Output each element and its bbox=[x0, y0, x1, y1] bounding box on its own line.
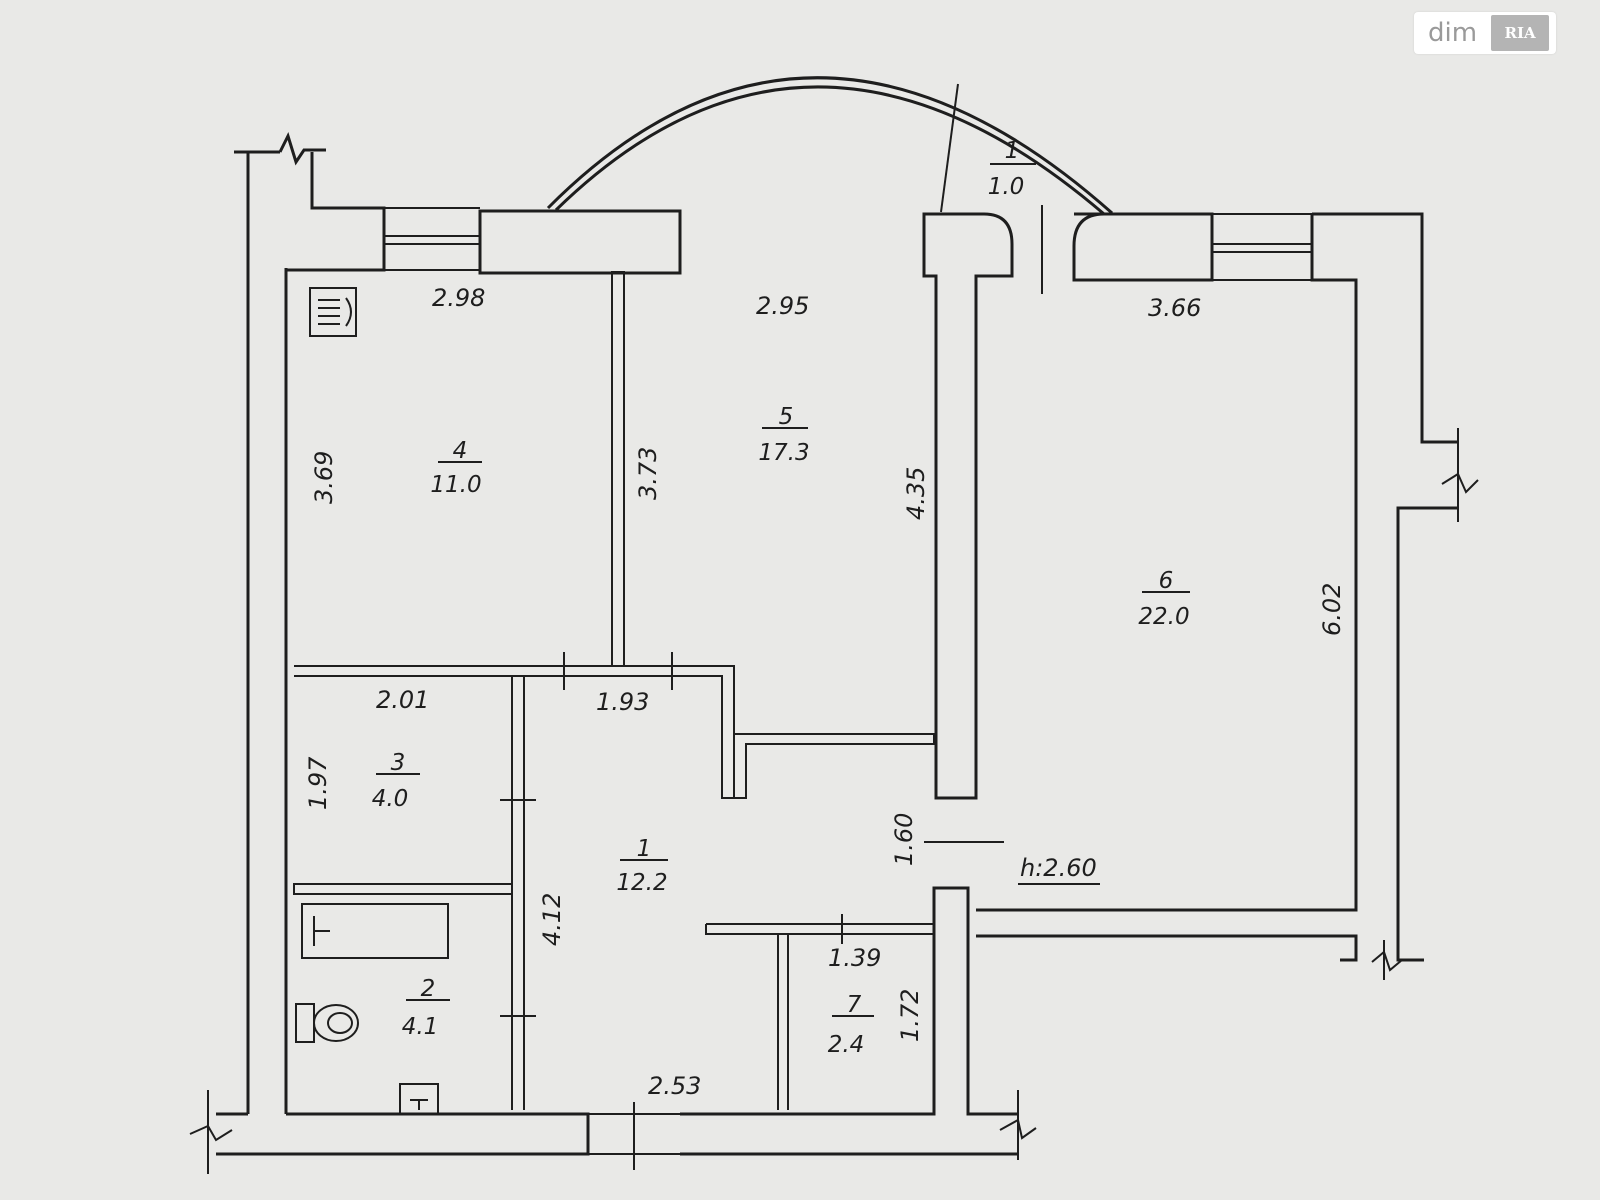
dimension-label: 3.66 bbox=[1148, 294, 1201, 322]
room-area: 4.0 bbox=[372, 786, 409, 812]
dimension-label: 4.35 bbox=[902, 467, 930, 520]
sink-icon bbox=[399, 1083, 439, 1115]
dimension-label: 4.12 bbox=[538, 893, 566, 946]
room-label-5: 5 17.3 bbox=[758, 404, 809, 466]
balcony bbox=[546, 76, 1113, 216]
dimension-label: 3.69 bbox=[310, 451, 338, 504]
dimension-label: 1.97 bbox=[304, 756, 332, 810]
room-number: 7 bbox=[847, 992, 862, 1018]
room-label-3: 3 4.0 bbox=[372, 750, 420, 812]
room-label-6: 6 22.0 bbox=[1138, 568, 1190, 630]
room-area: 11.0 bbox=[430, 472, 481, 498]
room-area: 12.2 bbox=[616, 870, 667, 896]
room-label-1: 1 12.2 bbox=[616, 836, 668, 896]
ceiling-height-label: h:2.60 bbox=[1020, 854, 1097, 882]
right-block-walls bbox=[922, 205, 1479, 980]
dimension-label: 6.02 bbox=[1318, 583, 1346, 636]
room-number: 4 bbox=[453, 438, 468, 464]
balcony-arc-outer bbox=[546, 76, 1113, 215]
dimension-label: 2.53 bbox=[648, 1072, 701, 1100]
watermark-brand: dim bbox=[1428, 18, 1478, 48]
dimension-label: 2.95 bbox=[756, 292, 809, 320]
room-label-4: 4 11.0 bbox=[430, 438, 482, 498]
dimension-label: 1.39 bbox=[828, 944, 881, 972]
partitions bbox=[293, 271, 935, 1110]
balcony-arc-inner bbox=[554, 85, 1105, 216]
watermark-logo: dim RIA bbox=[1414, 12, 1556, 54]
dimension-label: 1.72 bbox=[896, 989, 924, 1042]
dimension-label: 2.01 bbox=[376, 686, 429, 714]
room-area: 1.0 bbox=[988, 174, 1025, 200]
room-label-2: 2 4.1 bbox=[402, 976, 450, 1040]
room-area: 22.0 bbox=[1138, 604, 1189, 630]
balcony-divider bbox=[940, 83, 959, 213]
room-area: 2.4 bbox=[828, 1032, 865, 1058]
toilet-icon bbox=[295, 1003, 359, 1043]
room-number: 2 bbox=[421, 976, 436, 1002]
room-number: 5 bbox=[779, 404, 794, 430]
dimension-label: 1.93 bbox=[596, 688, 649, 716]
dimension-label: 2.98 bbox=[432, 284, 485, 312]
room-number: 1 bbox=[1005, 138, 1020, 164]
room-number: 6 bbox=[1159, 568, 1174, 594]
dimension-label: 1.60 bbox=[890, 813, 918, 866]
room-area: 4.1 bbox=[402, 1014, 439, 1040]
room-number: 3 bbox=[391, 750, 406, 776]
bathtub-icon bbox=[301, 903, 449, 959]
room-number: 1 bbox=[637, 836, 652, 862]
balcony-label: 1 1.0 bbox=[988, 138, 1036, 200]
stove-icon bbox=[309, 287, 357, 337]
dimension-label: 3.73 bbox=[634, 447, 662, 500]
room-area: 17.3 bbox=[758, 440, 809, 466]
watermark-badge: RIA bbox=[1491, 15, 1550, 51]
dimension-labels: 2.98 2.95 3.66 3.69 3.73 4.35 6.02 2.01 … bbox=[304, 284, 1346, 1100]
room-label-7: 7 2.4 bbox=[828, 992, 874, 1058]
